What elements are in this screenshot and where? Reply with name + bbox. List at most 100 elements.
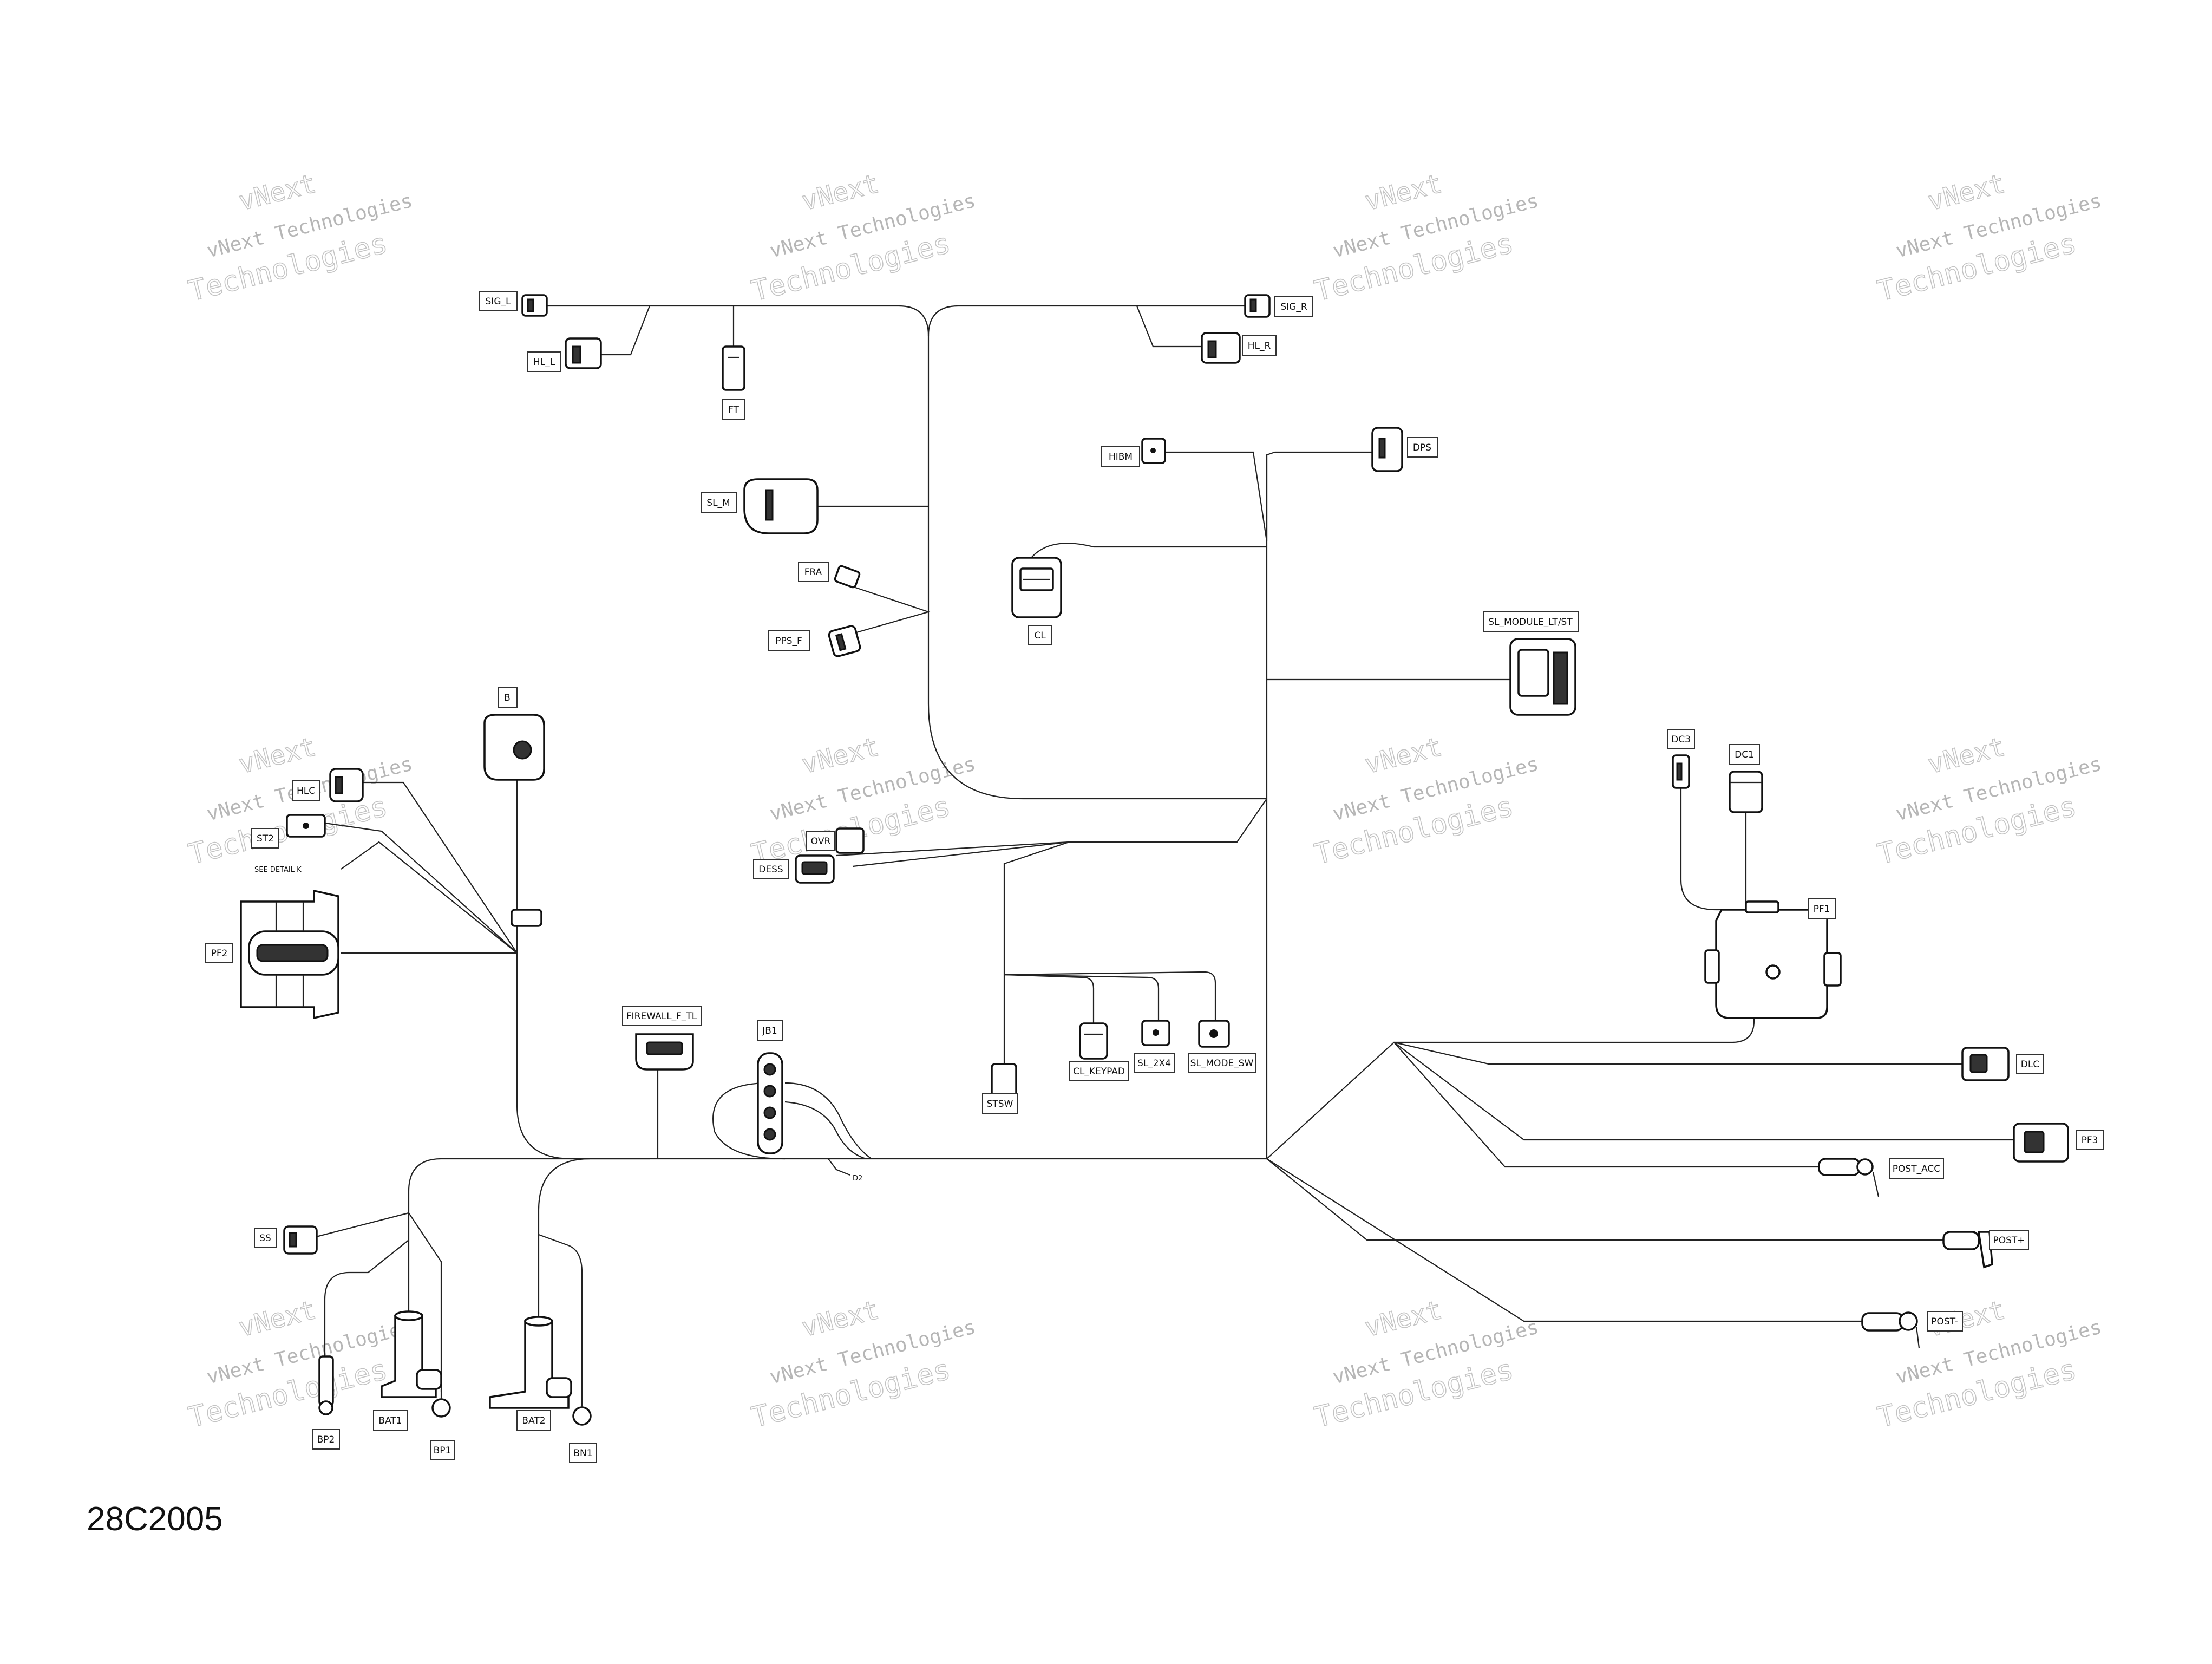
- dps-connector[interactable]: [1371, 427, 1403, 472]
- svg-text:SL_MODULE_LT/ST: SL_MODULE_LT/ST: [1488, 617, 1573, 628]
- svg-text:POST-: POST-: [1931, 1316, 1958, 1327]
- label-bn1: BN1: [569, 1443, 597, 1463]
- label-post-plus: POST+: [1989, 1230, 2029, 1250]
- label-sl-module: SL_MODULE_LT/ST: [1483, 611, 1579, 632]
- label-firewall-f-tl: FIREWALL_F_TL: [622, 1006, 702, 1026]
- svg-text:SL_2X4: SL_2X4: [1137, 1058, 1171, 1069]
- post-plus-terminal[interactable]: [1942, 1231, 1993, 1269]
- post-minus-terminal[interactable]: [1861, 1311, 1920, 1349]
- bp2-terminal[interactable]: [318, 1355, 334, 1415]
- label-jb1: JB1: [757, 1020, 783, 1041]
- label-sl-mode-sw: SL_MODE_SW: [1188, 1053, 1256, 1073]
- watermark: vNext vNext Technologies Technologies: [748, 168, 978, 308]
- watermark: vNext vNext Technologies Technologies: [1311, 168, 1541, 308]
- cl-connector[interactable]: [1011, 543, 1094, 618]
- firewall-f-tl-connector[interactable]: [635, 1033, 694, 1071]
- svg-text:OVR: OVR: [811, 836, 831, 847]
- fra-connector[interactable]: [834, 565, 861, 589]
- bn1-terminal[interactable]: [572, 1400, 592, 1426]
- label-bp1: BP1: [430, 1440, 455, 1460]
- hibm-connector[interactable]: [1141, 438, 1166, 464]
- svg-text:HL_L: HL_L: [533, 357, 555, 368]
- label-fra: FRA: [798, 562, 829, 582]
- label-pf1: PF1: [1808, 898, 1836, 919]
- ovr-connector[interactable]: [835, 827, 865, 854]
- label-pf2: PF2: [205, 943, 233, 963]
- svg-text:vNext: vNext: [1362, 168, 1445, 217]
- connector-labels: SIG_L HL_L FT SIG_R HL_R HIBM DPS SL_M: [205, 291, 2104, 1463]
- svg-text:CL_KEYPAD: CL_KEYPAD: [1073, 1066, 1125, 1077]
- label-cl-keypad: CL_KEYPAD: [1069, 1061, 1129, 1081]
- watermark: vNext vNext Technologies Technologies: [1874, 1294, 2104, 1434]
- sl-module-connector[interactable]: [1509, 638, 1576, 716]
- label-cl: CL: [1028, 625, 1052, 645]
- svg-text:DLC: DLC: [2021, 1059, 2039, 1070]
- pf1-fuse-box[interactable]: [1704, 900, 1842, 1019]
- sig-l-connector[interactable]: [521, 294, 548, 317]
- label-post-minus: POST-: [1927, 1311, 1963, 1332]
- watermark: vNext vNext Technologies Technologies: [748, 1294, 978, 1434]
- svg-text:SIG_L: SIG_L: [486, 296, 511, 307]
- svg-text:vNext: vNext: [1925, 732, 2008, 780]
- svg-text:SL_M: SL_M: [706, 498, 730, 508]
- ft-connector[interactable]: [722, 345, 745, 391]
- bat1-terminal[interactable]: [381, 1310, 442, 1398]
- bp1-terminal[interactable]: [431, 1389, 451, 1418]
- label-hl-r: HL_R: [1242, 335, 1277, 356]
- stsw-connector[interactable]: [991, 1063, 1017, 1098]
- svg-text:FIREWALL_F_TL: FIREWALL_F_TL: [626, 1011, 697, 1022]
- pf3-connector[interactable]: [2013, 1123, 2069, 1163]
- svg-text:BN1: BN1: [573, 1448, 592, 1459]
- label-sl-m: SL_M: [701, 492, 737, 513]
- sl-mode-sw-connector[interactable]: [1198, 1020, 1230, 1048]
- svg-text:POST+: POST+: [1993, 1235, 2025, 1246]
- svg-text:PPS_F: PPS_F: [775, 636, 802, 647]
- sl-2x4-connector[interactable]: [1141, 1020, 1170, 1046]
- pf2-connector[interactable]: [240, 889, 339, 1020]
- watermark: vNext vNext Technologies Technologies: [1311, 731, 1541, 871]
- svg-text:BP1: BP1: [434, 1445, 451, 1456]
- svg-text:PF3: PF3: [2082, 1135, 2098, 1146]
- svg-text:DESS: DESS: [758, 864, 783, 875]
- sig-r-connector[interactable]: [1244, 294, 1271, 318]
- label-stsw: STSW: [982, 1093, 1018, 1114]
- label-ft: FT: [722, 399, 745, 420]
- hl-l-connector[interactable]: [565, 337, 602, 369]
- label-st2: ST2: [251, 828, 279, 849]
- svg-text:vNext: vNext: [1925, 168, 2008, 217]
- label-post-acc: POST_ACC: [1889, 1158, 1944, 1179]
- st2-connector[interactable]: [286, 814, 326, 838]
- svg-text:JB1: JB1: [762, 1026, 777, 1036]
- pps-f-connector[interactable]: [828, 625, 861, 657]
- bat2-terminal[interactable]: [489, 1316, 572, 1409]
- svg-text:BP2: BP2: [317, 1434, 335, 1445]
- label-sig-r: SIG_R: [1274, 296, 1313, 317]
- dc3-connector[interactable]: [1672, 754, 1690, 789]
- post-acc-terminal[interactable]: [1818, 1158, 1880, 1197]
- svg-text:vNext: vNext: [1362, 1295, 1445, 1343]
- svg-text:FT: FT: [728, 404, 739, 415]
- inline-clip[interactable]: [511, 909, 542, 927]
- label-d2: D2: [853, 1174, 862, 1183]
- sl-m-connector[interactable]: [743, 478, 819, 534]
- svg-text:vNext: vNext: [235, 732, 319, 780]
- dess-connector[interactable]: [795, 854, 835, 884]
- dc1-connector[interactable]: [1729, 771, 1763, 813]
- svg-text:vNext: vNext: [799, 1295, 882, 1343]
- label-pps-f: PPS_F: [768, 630, 810, 651]
- jb1-junction-block[interactable]: [757, 1052, 783, 1154]
- label-ovr: OVR: [806, 831, 835, 851]
- cl-keypad-connector[interactable]: [1079, 1022, 1108, 1060]
- ss-connector[interactable]: [283, 1225, 318, 1255]
- svg-text:DPS: DPS: [1413, 442, 1431, 453]
- label-hlc: HLC: [292, 780, 320, 801]
- svg-text:BAT2: BAT2: [522, 1415, 545, 1426]
- label-dps: DPS: [1407, 437, 1438, 458]
- watermark: vNext vNext Technologies Technologies: [185, 1294, 415, 1434]
- hl-r-connector[interactable]: [1201, 332, 1241, 364]
- hlc-connector[interactable]: [329, 768, 364, 802]
- label-sig-l: SIG_L: [479, 291, 518, 311]
- b-connector[interactable]: [483, 714, 545, 781]
- dlc-connector[interactable]: [1961, 1047, 2010, 1081]
- svg-text:HL_R: HL_R: [1248, 341, 1271, 351]
